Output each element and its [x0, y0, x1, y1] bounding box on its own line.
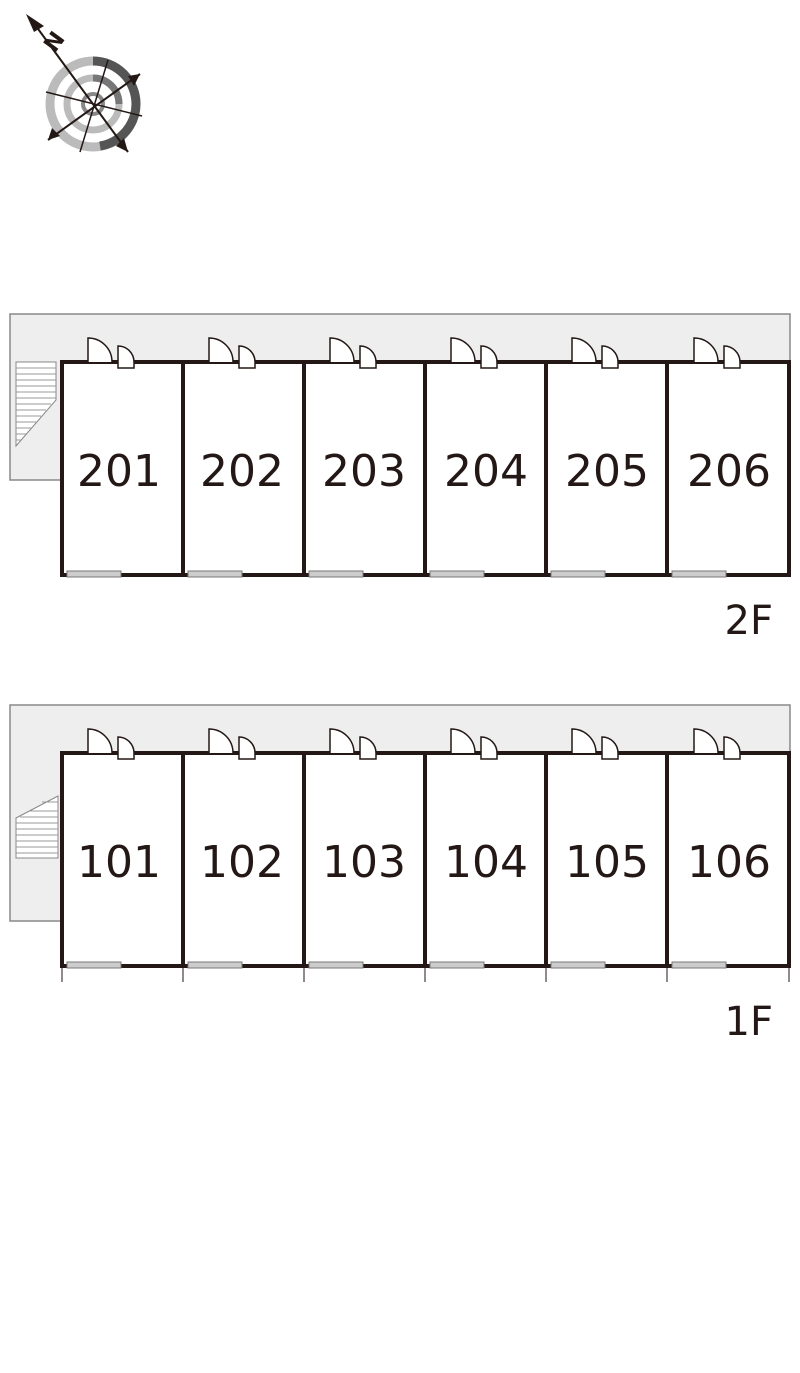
- unit-202[interactable]: 202: [187, 337, 284, 578]
- unit-101[interactable]: 101: [66, 728, 161, 969]
- stairs-2f: [15, 361, 57, 448]
- unit-number: 204: [444, 446, 528, 497]
- compass-north-label: N: [39, 27, 70, 57]
- unit-204[interactable]: 204: [429, 337, 528, 578]
- unit-number: 203: [322, 446, 406, 497]
- unit-206[interactable]: 206: [671, 337, 771, 578]
- floor-1f-plan: 101 102 103 104 105: [9, 704, 791, 1045]
- unit-number: 101: [77, 837, 161, 888]
- unit-number: 206: [687, 446, 771, 497]
- unit-number: 105: [565, 837, 649, 888]
- unit-number: 201: [77, 446, 161, 497]
- floor-label-1f: 1F: [725, 999, 773, 1045]
- unit-102[interactable]: 102: [187, 728, 284, 969]
- unit-105[interactable]: 105: [550, 728, 649, 969]
- unit-number: 104: [444, 837, 528, 888]
- unit-205[interactable]: 205: [550, 337, 649, 578]
- unit-106[interactable]: 106: [671, 728, 771, 969]
- unit-number: 202: [200, 446, 284, 497]
- unit-number: 103: [322, 837, 406, 888]
- unit-103[interactable]: 103: [308, 728, 406, 969]
- unit-number: 106: [687, 837, 771, 888]
- unit-104[interactable]: 104: [429, 728, 528, 969]
- unit-number: 205: [565, 446, 649, 497]
- unit-203[interactable]: 203: [308, 337, 406, 578]
- stairs-1f: [15, 795, 59, 859]
- floor-label-2f: 2F: [725, 598, 773, 644]
- compass-rose-icon: N: [26, 14, 143, 153]
- unit-number: 102: [200, 837, 284, 888]
- floor-2f-plan: 201 202 203 204 205: [9, 313, 791, 644]
- unit-201[interactable]: 201: [66, 337, 161, 578]
